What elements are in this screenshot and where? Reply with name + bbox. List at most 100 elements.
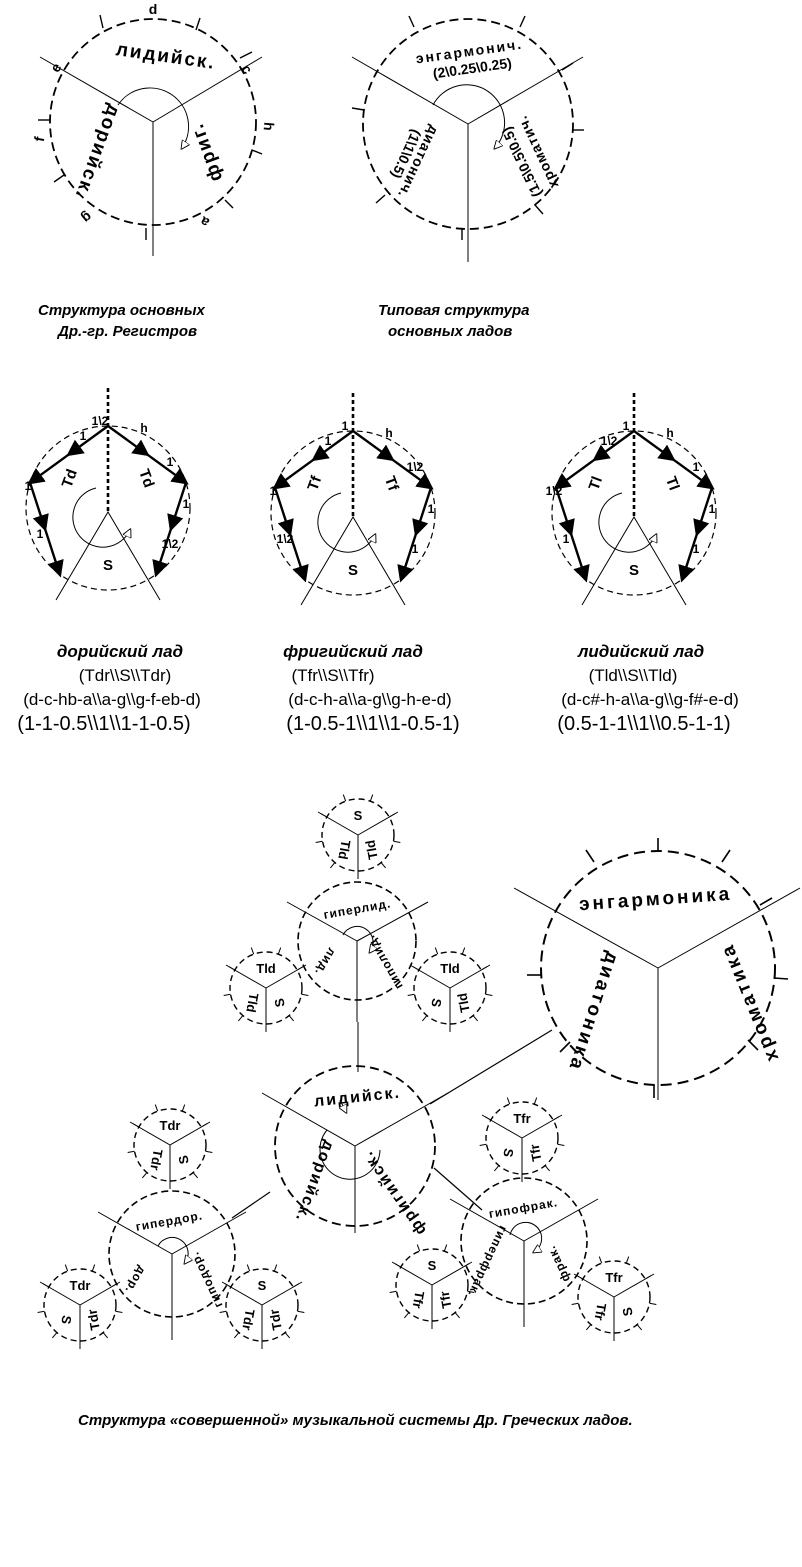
mode-s-label: S <box>629 562 639 579</box>
mode-arrow <box>693 487 714 537</box>
register-sector-lydian: лидийск. <box>115 39 217 74</box>
system-hypophrygian-circle: гипофрак. фрак. гиперфрак. <box>449 1177 599 1327</box>
mode-tetrachord-right: Tf <box>381 474 402 494</box>
mode-s-label: S <box>103 557 113 574</box>
mode-arrow <box>553 458 596 490</box>
mode-step-label: 1 <box>37 527 44 541</box>
mode-tetrachord-left: Td <box>59 467 81 490</box>
small-circle-left-label: S <box>428 997 444 1008</box>
mode-formula-phrygian: (Tfr\\S\\Tfr) <box>291 666 375 685</box>
mode-tetrachord-right: Tl <box>662 474 683 492</box>
small-circle-top-label: S <box>428 1258 437 1273</box>
mode-arrow <box>27 453 70 485</box>
mode-steps-phrygian: (1-0.5-1\\1\\1-0.5-1) <box>286 713 460 735</box>
hyperdorian-label: гипердор. <box>135 1208 204 1234</box>
mode-arrow <box>146 453 189 485</box>
small-circle-left-label: Tfr <box>410 1290 428 1310</box>
note-e: e <box>47 60 65 75</box>
small-circle-left-label: S <box>500 1147 516 1158</box>
small-circle-left-label: Tld <box>335 839 353 861</box>
register-sector-phrygian: фриг. <box>186 120 227 185</box>
small-circle-right-label: S <box>175 1154 191 1165</box>
mode-arrow <box>412 487 433 537</box>
mode-step-label: 1 <box>325 434 332 448</box>
system-main-circle: лидийск. фригийск. дорийск. <box>261 1065 449 1238</box>
perfect-system: энгармоника хроматика диатоника лидийск.… <box>37 794 801 1349</box>
mode-arrow <box>66 425 109 457</box>
mode-step-label: 1 <box>428 502 435 516</box>
hypodorian-label: гиподор. <box>187 1249 225 1310</box>
hypolydian-label: гиполид. <box>363 932 405 991</box>
mode-step-label: 1 <box>270 484 277 498</box>
lydian-small-label: лид. <box>312 946 339 979</box>
mode-step-label: h <box>140 421 147 435</box>
mode-formula-lydian: (Tld\\S\\Tld) <box>588 666 678 685</box>
small-circle-left-label: Tdr <box>239 1308 257 1331</box>
note-h: h <box>261 121 278 131</box>
system-main-lydian: лидийск. <box>313 1085 401 1111</box>
mode-tetrachord-right: Td <box>135 467 157 490</box>
mode-step-label: 1\2 <box>407 460 424 474</box>
mode-arrow <box>569 533 590 583</box>
small-circle-7: S Tfr Tfr <box>389 1244 475 1329</box>
mode-arrow <box>397 533 418 583</box>
mode-step-label: 1 <box>693 542 700 556</box>
mode-step-label: h <box>666 426 673 440</box>
mode-step-label: 1 <box>167 455 174 469</box>
mode-arrow <box>633 430 676 462</box>
mode-title-phrygian: фригийский лад <box>283 642 423 661</box>
mode-arrow <box>107 425 150 457</box>
small-circle-left-label: Tdr <box>147 1148 165 1171</box>
mode-arrow <box>273 487 294 537</box>
mode-step-label: 1 <box>412 542 419 556</box>
registers-caption-line1: Структура основных <box>38 302 205 319</box>
small-circle-right-label: Tfr <box>527 1143 545 1163</box>
system-caption: Структура «совершенной» музыкальной сист… <box>78 1412 633 1429</box>
mode-arrow <box>311 430 354 462</box>
small-circle-top-label: S <box>258 1278 267 1293</box>
note-a: a <box>197 213 212 231</box>
small-circle-top-label: Tld <box>256 961 276 976</box>
small-circle-right-label: Tdr <box>84 1308 102 1331</box>
mode-arrow <box>672 458 715 490</box>
small-circle-right-label: Tld <box>362 839 380 861</box>
mode-step-label: 1 <box>25 479 32 493</box>
small-circle-top-label: Tfr <box>605 1270 622 1285</box>
system-hyperdorian-circle: гипердор. гиподор. дор. <box>97 1190 247 1340</box>
small-circle-right-label: Tfr <box>437 1290 455 1310</box>
small-circle-right-label: Tld <box>454 992 472 1014</box>
mode-arrow <box>554 487 575 537</box>
mode-arrow <box>288 533 309 583</box>
system-genus-enharmonic: энгармоника <box>578 884 733 916</box>
registers-circle: лидийск. фриг. дорийск. d c h a g f e <box>31 1 278 256</box>
mode-step-label: 1 <box>693 460 700 474</box>
mode-step-label: 1 <box>563 532 570 546</box>
mode-step-label: 1 <box>709 502 716 516</box>
mode-steps-lydian: (0.5-1-1\\1\\0.5-1-1) <box>557 713 731 735</box>
modes-caption-line2: основных ладов <box>388 323 513 340</box>
mode-title-dorian: дорийский лад <box>56 642 184 661</box>
mode-arrow <box>152 528 173 578</box>
mode-step-label: h <box>385 426 392 440</box>
registers-caption-line2: Др.-гр. Регистров <box>58 323 198 340</box>
mode-step-label: 1 <box>183 497 190 511</box>
small-circle-top-label: Tdr <box>70 1278 91 1293</box>
mode-notes-lydian: (d-c#-h-a\\a-g\\g-f#-e-d) <box>561 690 739 709</box>
hypophrygian-label: гипофрак. <box>488 1195 559 1221</box>
mode-arrow <box>391 458 434 490</box>
hyperlydian-label: гиперлид. <box>322 896 392 922</box>
mode-step-label: 1 <box>80 429 87 443</box>
small-circle-left-label: Tfr <box>592 1302 610 1322</box>
mode-step-label: 1\2 <box>546 484 563 498</box>
